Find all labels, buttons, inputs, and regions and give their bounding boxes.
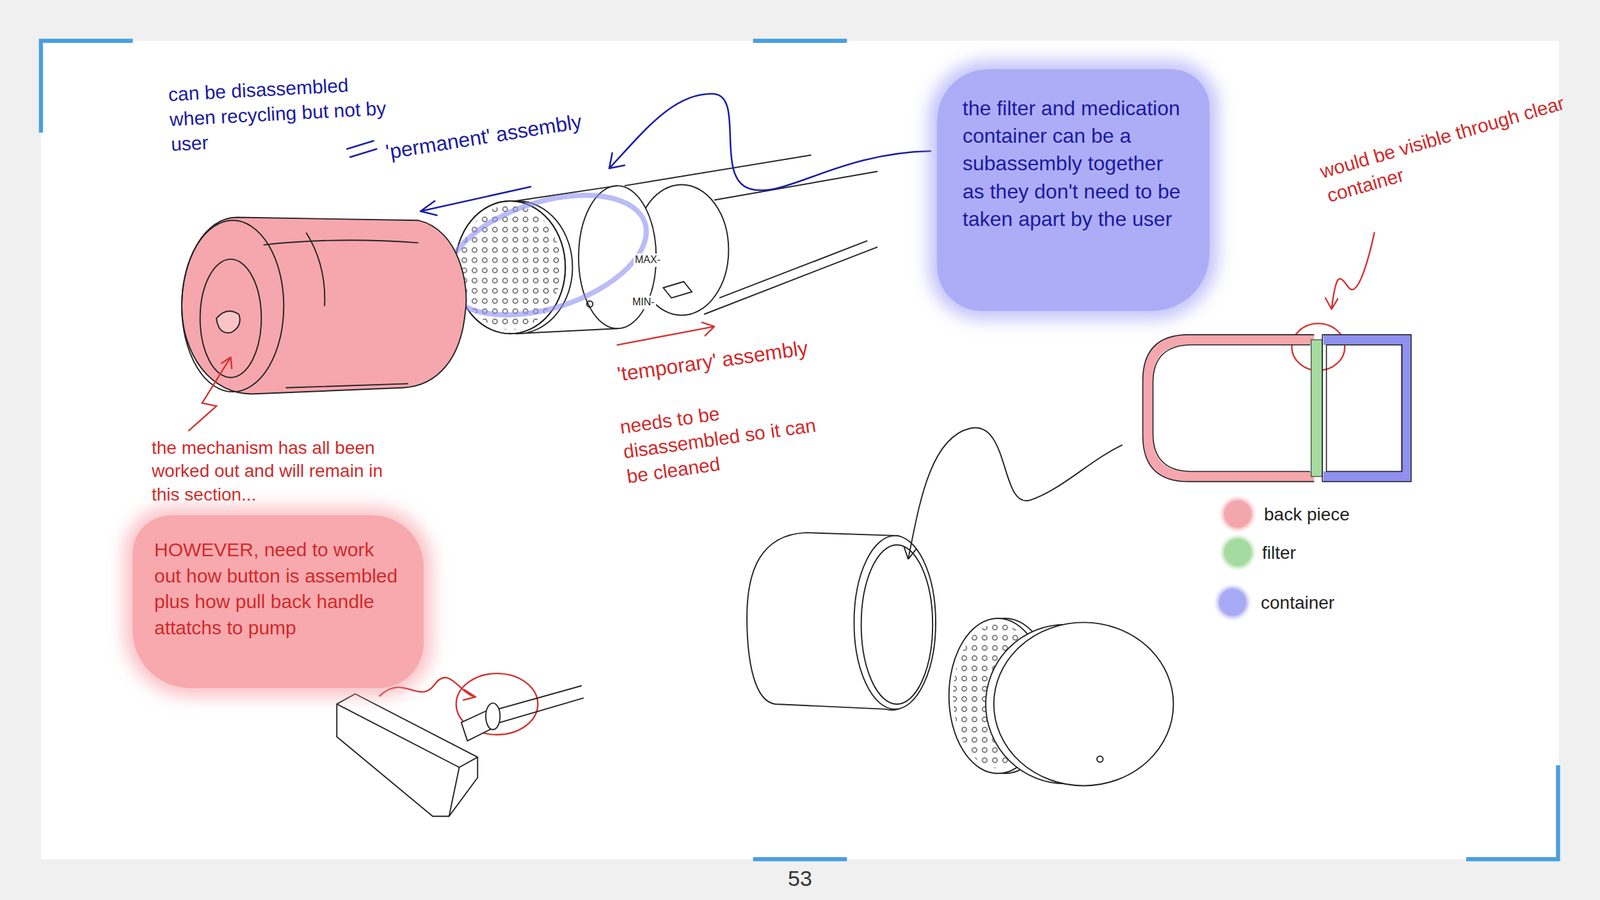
leader-line (1325, 232, 1375, 310)
filter-section (1311, 339, 1323, 477)
note-text: the filter and medication container can … (962, 94, 1184, 233)
bracket (753, 856, 848, 861)
button (216, 311, 240, 333)
legend-text: filter (1262, 541, 1296, 565)
arrow (617, 322, 715, 345)
leader-line (609, 94, 931, 191)
scale-mark: MIN- (631, 295, 656, 310)
section-outline (1326, 344, 1403, 472)
legend-swatch (1224, 500, 1252, 528)
container-section (1323, 339, 1407, 477)
container-rim (578, 185, 618, 329)
back-piece-lines (263, 232, 419, 388)
note-text: can be disassembled when recycling but n… (167, 70, 390, 157)
page-number: 53 (787, 864, 813, 893)
scale-mark: MAX- (633, 253, 662, 267)
handle-edge (336, 704, 478, 816)
note-text: the mechanism has all been worked out an… (151, 436, 389, 507)
section-outline (1143, 334, 1315, 482)
cap-dot (1096, 755, 1104, 763)
leader-line (188, 357, 232, 431)
body-tab (663, 281, 692, 299)
arrow (420, 186, 531, 216)
cap (993, 622, 1174, 786)
pull-back-handle (336, 685, 584, 816)
device-body (455, 154, 878, 334)
container-opening (853, 535, 936, 710)
back-piece-section (1148, 339, 1315, 477)
bracket (40, 40, 133, 133)
legend-swatch (1219, 588, 1247, 616)
collar (485, 702, 500, 729)
legend-text: container (1260, 591, 1335, 615)
cross-section (1143, 334, 1412, 482)
leader-line (904, 427, 1123, 559)
section-outline (1322, 334, 1412, 482)
container-body (746, 532, 936, 710)
bracket (753, 39, 848, 43)
note-text: HOWEVER, need to work out how button is … (154, 536, 402, 641)
exploded-view (746, 427, 1174, 786)
container-dot (586, 300, 594, 308)
equals-mark (346, 140, 377, 158)
bracket (1466, 765, 1558, 860)
handle-grip (336, 693, 478, 816)
legend-text: back piece (1264, 503, 1350, 527)
highlight-blob: HOWEVER, need to work out how button is … (132, 515, 424, 688)
highlight-blob: the filter and medication container can … (936, 69, 1210, 312)
blue-annotations (346, 94, 931, 216)
back-piece-end (181, 220, 284, 392)
container-inner (861, 544, 934, 704)
legend-swatch (1224, 538, 1252, 566)
